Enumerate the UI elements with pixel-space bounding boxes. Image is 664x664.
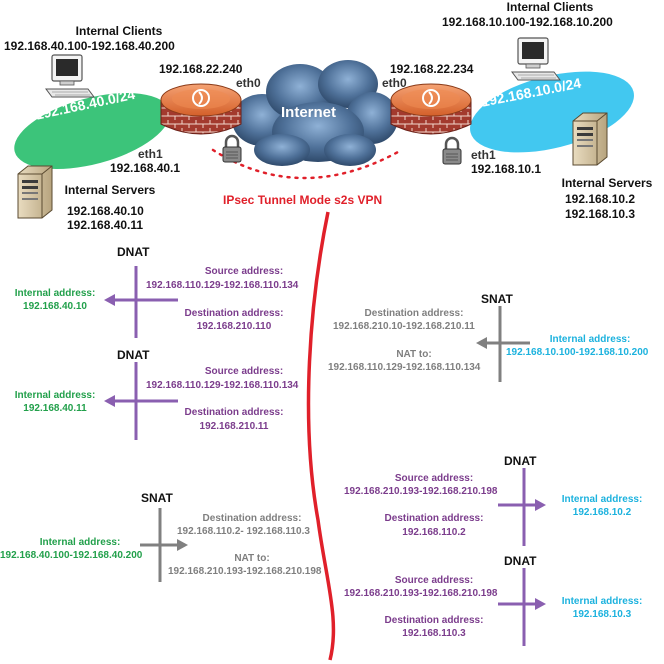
left-snat-nat-value: 192.168.210.193-192.168.210.198: [168, 566, 322, 577]
left-eth0-ip: 192.168.22.240: [159, 62, 243, 76]
left-dnat-2-src-value: 192.168.110.129-192.168.110.134: [146, 380, 299, 391]
divider-line: [306, 211, 336, 661]
computer-icon: [45, 54, 95, 98]
right-snat-int-label: Internal address:: [549, 334, 631, 345]
right-clients-range: 192.168.10.100-192.168.10.200: [442, 15, 613, 29]
right-dnat-2-dst-value: 192.168.110.3: [402, 628, 466, 639]
left-dnat-2-title: DNAT: [117, 348, 150, 362]
left-clients-title: Internal Clients: [75, 24, 163, 38]
right-eth1-ip: 192.168.10.1: [471, 162, 542, 176]
right-eth0-label: eth0: [382, 76, 407, 90]
right-dnat-2-src-value: 192.168.210.193-192.168.210.198: [344, 588, 498, 599]
right-server-ip-2: 192.168.10.3: [565, 207, 636, 221]
left-snat-dst-value: 192.168.110.2- 192.168.110.3: [177, 526, 310, 537]
right-dnat-1-src-value: 192.168.210.193-192.168.210.198: [344, 486, 498, 497]
right-eth1-label: eth1: [471, 148, 496, 162]
vpn-label: IPsec Tunnel Mode s2s VPN: [223, 193, 383, 207]
right-snat-nat-label: NAT to:: [396, 349, 432, 360]
left-snat-nat-label: NAT to:: [234, 553, 270, 564]
right-snat-nat-value: 192.168.110.129-192.168.110.134: [328, 362, 481, 373]
left-servers-title: Internal Servers: [64, 183, 156, 197]
left-subnet-ellipse: [14, 92, 170, 170]
right-dnat-1-src-label: Source address:: [394, 473, 474, 484]
right-dnat-2-int-label: Internal address:: [561, 596, 643, 607]
left-snat-symbol: [140, 508, 188, 582]
cloud-icon: [232, 60, 398, 166]
left-dnat-1-dst-label: Destination address:: [184, 308, 284, 319]
right-clients-title: Internal Clients: [506, 0, 594, 14]
right-dnat-2-symbol: [498, 568, 546, 646]
right-dnat-1-title: DNAT: [504, 454, 537, 468]
computer-icon: [511, 37, 561, 81]
left-clients-range: 192.168.40.100-192.168.40.200: [4, 39, 175, 53]
left-snat-int-value: 192.168.40.100-192.168.40.200: [0, 550, 143, 561]
left-dnat-1-symbol: [104, 266, 178, 338]
right-dnat-1-symbol: [498, 468, 546, 546]
left-snat-title: SNAT: [141, 491, 173, 505]
right-dnat-2-title: DNAT: [504, 554, 537, 568]
left-dnat-1-src-label: Source address:: [204, 266, 284, 277]
firewall-icon: [390, 83, 472, 135]
server-icon: [572, 112, 608, 166]
left-server-ip-1: 192.168.40.10: [67, 204, 144, 218]
right-snat-symbol: [476, 306, 530, 382]
right-dnat-1-int-label: Internal address:: [561, 494, 643, 505]
left-dnat-2-dst-value: 192.168.210.11: [199, 421, 269, 432]
left-eth1-label: eth1: [138, 147, 163, 161]
left-dnat-1-int-label: Internal address:: [14, 288, 96, 299]
left-snat-dst-label: Destination address:: [202, 513, 302, 524]
left-dnat-1-src-value: 192.168.110.129-192.168.110.134: [146, 280, 299, 291]
right-dnat-1-int-value: 192.168.10.2: [572, 507, 632, 518]
left-dnat-2-src-label: Source address:: [204, 366, 284, 377]
internet-label: Internet: [281, 104, 337, 121]
right-eth0-ip: 192.168.22.234: [390, 62, 474, 76]
right-dnat-1-dst-label: Destination address:: [384, 513, 484, 524]
left-dnat-2-dst-label: Destination address:: [184, 407, 284, 418]
right-servers-title: Internal Servers: [561, 176, 653, 190]
right-snat-dst-value: 192.168.210.10-192.168.210.11: [333, 321, 475, 332]
right-dnat-2-src-label: Source address:: [394, 575, 474, 586]
left-eth0-label: eth0: [236, 76, 261, 90]
left-dnat-2-int-label: Internal address:: [14, 390, 96, 401]
left-dnat-2-symbol: [104, 362, 178, 440]
lock-icon: [221, 134, 243, 164]
left-dnat-1-int-value: 192.168.40.10: [23, 301, 87, 312]
left-snat-int-label: Internal address:: [39, 537, 121, 548]
left-dnat-1-dst-value: 192.168.210.110: [196, 321, 272, 332]
right-server-ip-1: 192.168.10.2: [565, 192, 636, 206]
left-dnat-1-title: DNAT: [117, 245, 150, 259]
server-icon: [17, 165, 53, 219]
right-snat-title: SNAT: [481, 292, 513, 306]
left-eth1-ip: 192.168.40.1: [110, 161, 181, 175]
right-dnat-2-dst-label: Destination address:: [384, 615, 484, 626]
right-snat-int-value: 192.168.10.100-192.168.10.200: [506, 347, 649, 358]
left-server-ip-2: 192.168.40.11: [67, 218, 144, 232]
lock-icon: [441, 136, 463, 166]
right-snat-dst-label: Destination address:: [364, 308, 464, 319]
right-dnat-1-dst-value: 192.168.110.2: [402, 527, 466, 538]
right-dnat-2-int-value: 192.168.10.3: [572, 609, 632, 620]
firewall-icon: [160, 83, 242, 135]
left-dnat-2-int-value: 192.168.40.11: [23, 403, 87, 414]
